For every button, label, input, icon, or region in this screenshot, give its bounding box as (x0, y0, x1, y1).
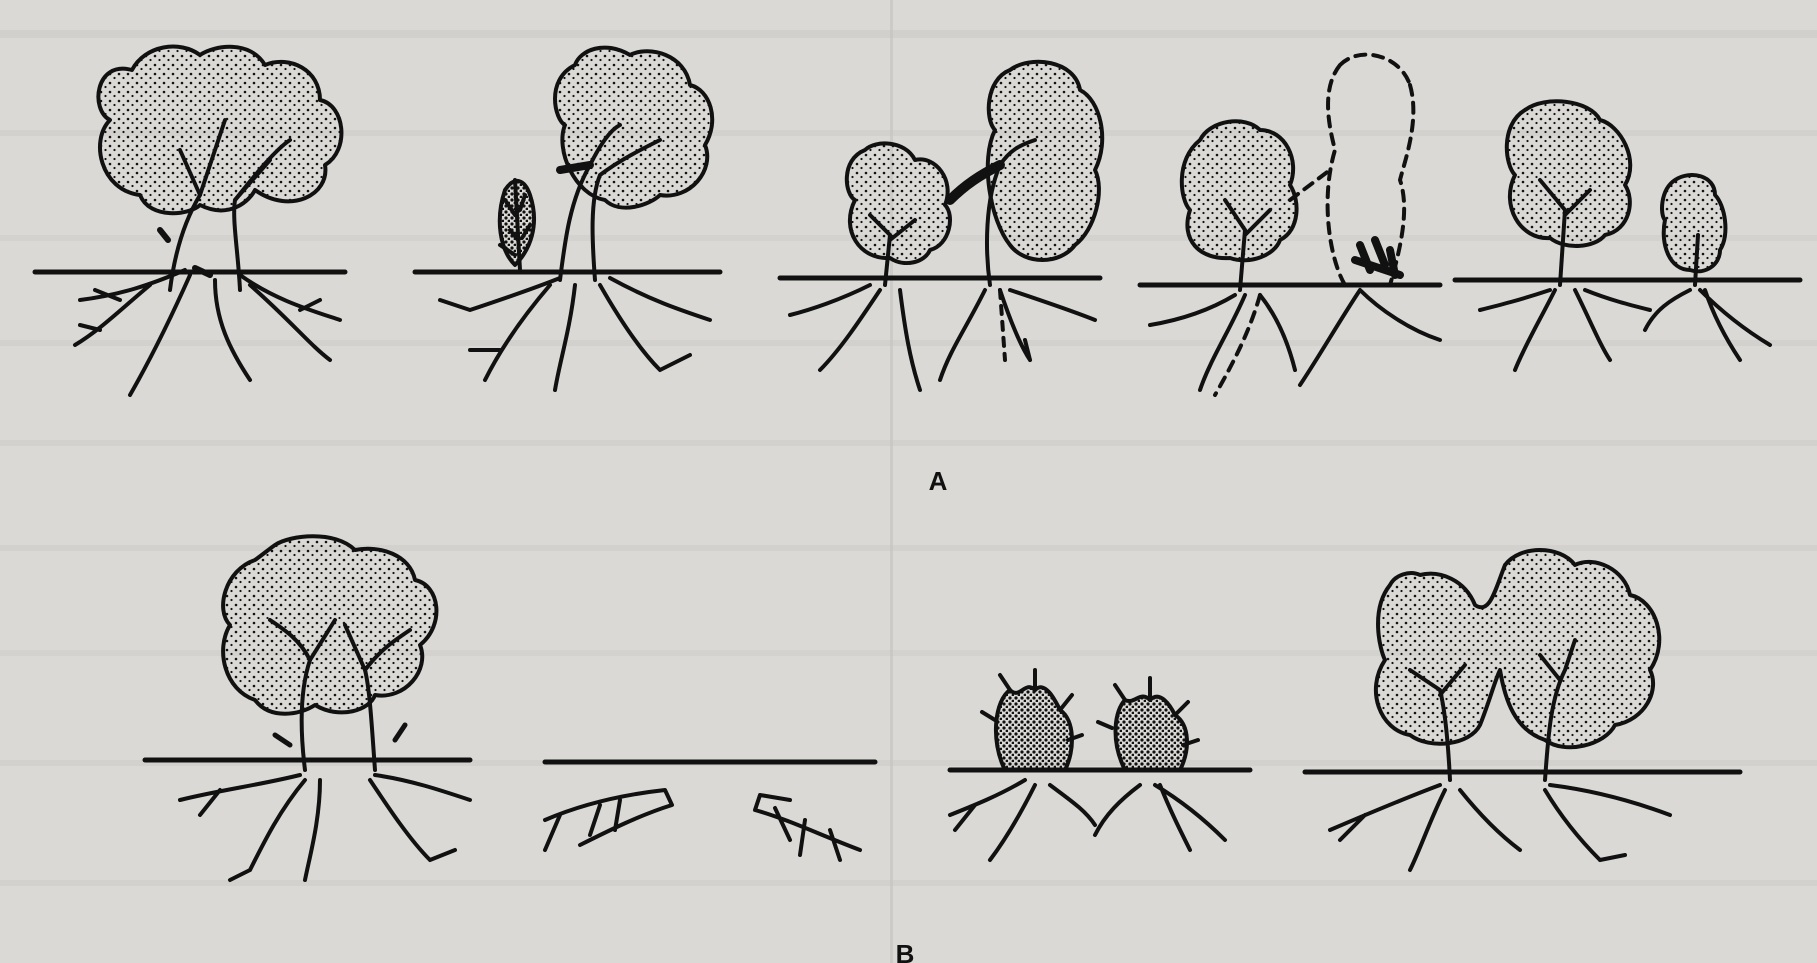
panel-b-label: B (896, 939, 915, 963)
panel-a-label: A (929, 466, 948, 496)
